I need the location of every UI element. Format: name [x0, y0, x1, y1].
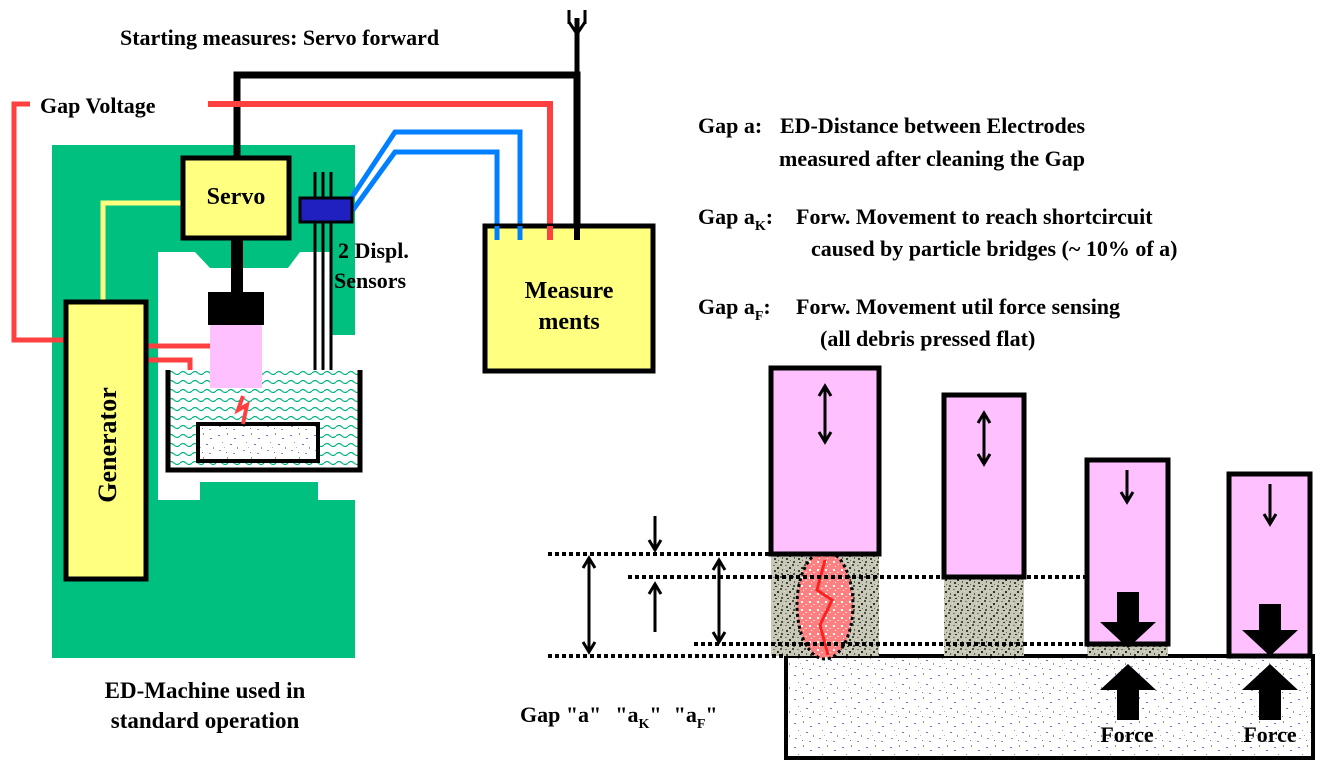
generator-servo-wire [100, 200, 183, 300]
force-label-2: Force [1243, 722, 1297, 747]
gap-af-label: Gap aF: [698, 294, 771, 324]
electrode-gap-ak [941, 392, 1027, 580]
workpiece [196, 422, 320, 463]
up-down-arrow-icon [817, 383, 833, 445]
electrode-holder [208, 292, 264, 325]
gap-a-dimension [581, 555, 597, 655]
base-workpiece [784, 654, 1315, 760]
generator-box [63, 299, 149, 582]
sensor-wire-2 [347, 149, 500, 240]
electrode-gap-a [768, 365, 882, 557]
gap-af-dimension [711, 557, 727, 645]
measurements-label-1: Measure [525, 278, 614, 304]
force-arrow-icon [1100, 592, 1156, 720]
generator-label: Generator [93, 387, 122, 503]
force-arrow-icon [1242, 604, 1298, 720]
machine-caption-1: ED-Machine used in [105, 678, 306, 703]
debris-layer-3 [1087, 644, 1168, 656]
measurements-label-2: ments [538, 309, 599, 335]
spark [234, 395, 250, 425]
down-arrow-icon [1262, 484, 1278, 527]
gap-reference-lines [548, 552, 1087, 658]
gap-voltage-label: Gap Voltage [40, 93, 156, 118]
gap-a-line2: measured after cleaning the Gap [779, 146, 1085, 171]
gap-labels: Gap "a""aK""aF" [520, 702, 718, 732]
servo-label: Servo [207, 184, 266, 210]
gap-a-label: Gap a: [698, 113, 762, 138]
servo-control-wire [233, 71, 581, 228]
gap-ak-dimension [647, 516, 663, 632]
gap-a-line1: ED-Distance between Electrodes [780, 113, 1086, 138]
sensors-label-2: Sensors [334, 268, 407, 293]
gap-af-line2: (all debris pressed flat) [820, 326, 1035, 351]
sensor-wire [347, 129, 523, 240]
ground-icon [567, 10, 587, 75]
sensors-label-1: 2 Displ. [338, 238, 409, 263]
gap-af-line1: Forw. Movement util force sensing [796, 294, 1120, 319]
starting-measures-label: Starting measures: Servo forward [120, 25, 439, 50]
machine-caption-2: standard operation [111, 708, 300, 733]
force-label-1: Force [1100, 722, 1154, 747]
measurements-box [482, 223, 656, 374]
gap-voltage-wire [11, 101, 105, 343]
gap-ak-label: Gap aK: [698, 204, 773, 234]
gap-voltage-wire-right [208, 101, 553, 240]
gap-ak-line1: Forw. Movement to reach shortcircuit [796, 204, 1153, 229]
sensor-block [298, 196, 354, 224]
up-down-arrow-icon [976, 410, 992, 467]
gap-ak-line2: caused by particle bridges (~ 10% of a) [811, 236, 1177, 261]
down-arrow-icon [1119, 470, 1135, 505]
